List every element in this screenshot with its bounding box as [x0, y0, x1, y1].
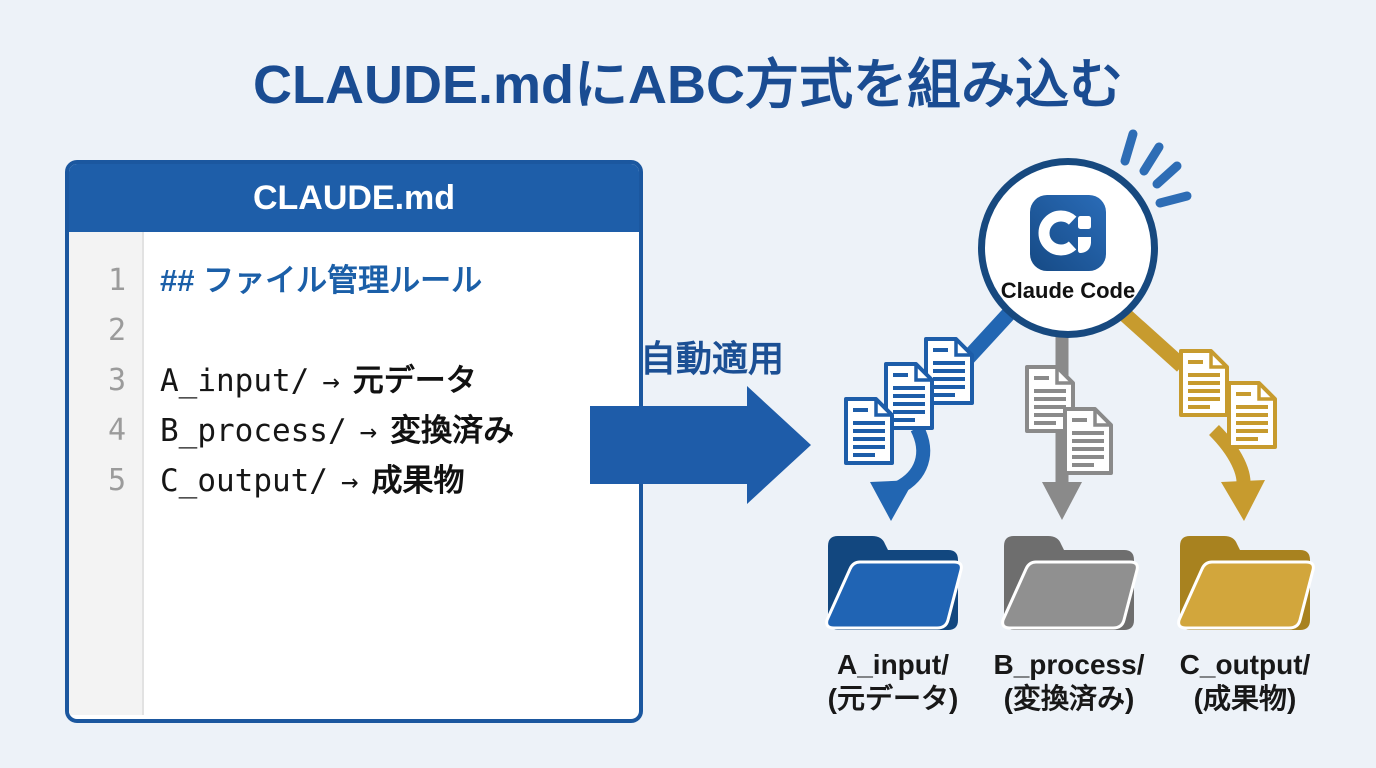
gold-connector-line [1116, 306, 1188, 372]
document-icon [1227, 381, 1277, 449]
c-colon-top [1078, 215, 1091, 229]
maps-to-arrow: → [340, 464, 359, 498]
dir-path: C_output/ [160, 463, 328, 499]
folder-label-b-process: B_process/ (変換済み) [982, 648, 1156, 716]
process-docs-group [1024, 364, 1119, 476]
folder-icon-c-output [1177, 536, 1315, 630]
folder-front [825, 560, 963, 630]
dir-path: A_input/ [160, 363, 310, 399]
dir-path: B_process/ [160, 413, 347, 449]
code-line-5: C_output/ → 成果物 [160, 456, 639, 506]
claude-code-app-icon [1030, 194, 1106, 271]
blue-down-arrowhead-icon [870, 480, 914, 521]
maps-to-arrow: → [359, 414, 378, 448]
auto-apply-label: 自動適用 [640, 338, 785, 379]
dir-desc: 変換済み [390, 413, 515, 448]
line-number: 3 [107, 363, 126, 398]
code-line-1: ## ファイル管理ルール [160, 256, 639, 306]
markdown-heading: ## ファイル管理ルール [160, 263, 483, 298]
line-number: 5 [107, 463, 126, 498]
claude-md-window-title: CLAUDE.md [69, 164, 639, 232]
code-line-4: B_process/ → 変換済み [160, 406, 639, 456]
folder-name: B_process/ [993, 649, 1145, 680]
claude-code-badge: Claude Code [978, 158, 1158, 338]
document-icon [924, 337, 974, 405]
folder-label-a-input: A_input/ (元データ) [806, 648, 980, 716]
claude-md-window: CLAUDE.md 1 2 3 4 5 ## ファイル管理ルール A_input… [65, 160, 643, 723]
auto-apply-arrow-icon [590, 386, 811, 504]
dir-desc: 成果物 [371, 463, 465, 498]
document-icon [1179, 349, 1229, 417]
folder-front [1177, 560, 1315, 630]
code-line-2 [160, 306, 639, 356]
folder-label-c-output: C_output/ (成果物) [1158, 648, 1332, 716]
line-number: 2 [107, 313, 126, 348]
folder-icon-a-input [825, 536, 963, 630]
gold-down-arrowhead-icon [1221, 480, 1265, 521]
gray-down-arrowhead-icon [1042, 482, 1082, 520]
code-line-3: A_input/ → 元データ [160, 356, 639, 406]
maps-to-arrow: → [322, 364, 340, 398]
input-docs-group [843, 336, 978, 471]
claude-code-label: Claude Code [1000, 277, 1136, 303]
line-number: 1 [107, 263, 126, 298]
claude-md-window-body: 1 2 3 4 5 ## ファイル管理ルール A_input/ → 元データ B_p… [69, 232, 639, 715]
folder-desc: (元データ) [827, 683, 959, 714]
c-ring [1038, 210, 1084, 255]
document-icon [1063, 407, 1113, 475]
folder-front [1001, 560, 1139, 630]
dir-desc: 元データ [352, 363, 477, 398]
output-docs-group [1178, 348, 1286, 451]
folder-desc: (変換済み) [1003, 683, 1135, 714]
folder-icon-b-process [1001, 536, 1139, 630]
page-title: CLAUDE.mdにABC方式を組み込む [253, 55, 1123, 115]
blue-connector-line [962, 302, 1020, 364]
sparkle-rays-icon [1120, 129, 1192, 208]
c-colon-bottom [1078, 236, 1091, 253]
folder-name: A_input/ [837, 649, 949, 680]
code-area: ## ファイル管理ルール A_input/ → 元データ B_process/ → 変換… [144, 232, 639, 715]
line-number-gutter: 1 2 3 4 5 [69, 232, 144, 715]
folder-name: C_output/ [1179, 649, 1311, 680]
folder-desc: (成果物) [1193, 683, 1297, 714]
arrow-shape [590, 386, 811, 504]
line-number: 4 [107, 413, 126, 448]
document-icon [844, 397, 894, 465]
